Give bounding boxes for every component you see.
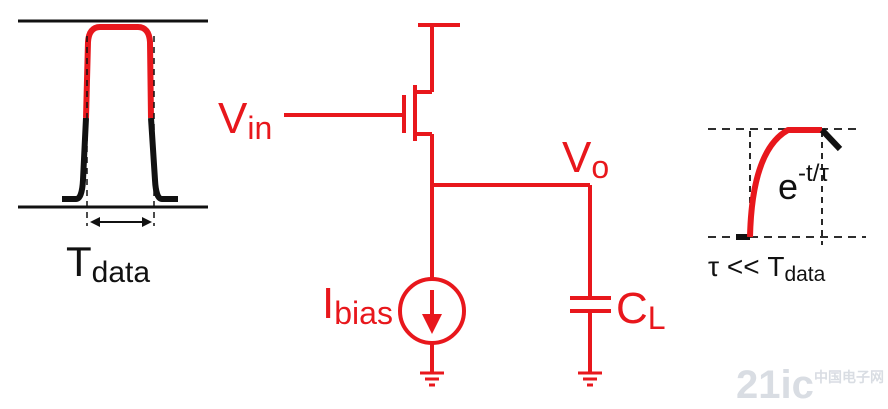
exp-label-power: -t/τ <box>798 160 829 187</box>
cl-label: CL <box>616 284 666 336</box>
step-response: e-t/τ τ << Tdata <box>708 127 866 286</box>
ibias-label-sub: bias <box>334 295 393 331</box>
pulse-top-edges <box>83 24 154 119</box>
condition-label-sub: data <box>784 263 825 286</box>
data-pulse: Tdata <box>18 19 208 289</box>
pulse-base-edges <box>62 117 178 202</box>
vin-label-sub: in <box>247 110 272 146</box>
vin-label-main: V <box>218 94 248 143</box>
cl-label-sub: L <box>648 300 666 336</box>
condition-label-main: τ << T <box>708 251 784 282</box>
vo-label: Vo <box>562 133 609 185</box>
arrow-right-icon <box>142 217 152 227</box>
vin-label: Vin <box>218 94 272 146</box>
ground-icon-right <box>578 371 602 387</box>
ground-icon-left <box>420 371 444 387</box>
cl-label-main: C <box>616 284 648 333</box>
pulse-label: Tdata <box>66 238 150 289</box>
ibias-label-main: I <box>322 279 334 328</box>
pulse-label-main: T <box>66 238 92 285</box>
condition-label: τ << Tdata <box>708 251 826 286</box>
exp-label: e-t/τ <box>778 160 829 207</box>
vo-label-main: V <box>562 133 592 182</box>
watermark-cn: 中国电子网 <box>814 369 884 385</box>
response-fall-start <box>819 127 843 152</box>
vo-label-sub: o <box>591 149 609 185</box>
pulse-label-sub: data <box>92 256 151 289</box>
watermark-logo: 21ic <box>736 363 814 407</box>
circuit <box>284 23 611 372</box>
arrow-left-icon <box>90 217 100 227</box>
response-rise-curve <box>747 127 822 238</box>
watermark: 21ic 中国电子网 <box>736 363 884 407</box>
ibias-label: Ibias <box>322 279 393 331</box>
current-arrow-icon <box>422 314 442 334</box>
exp-label-base: e <box>778 166 798 207</box>
